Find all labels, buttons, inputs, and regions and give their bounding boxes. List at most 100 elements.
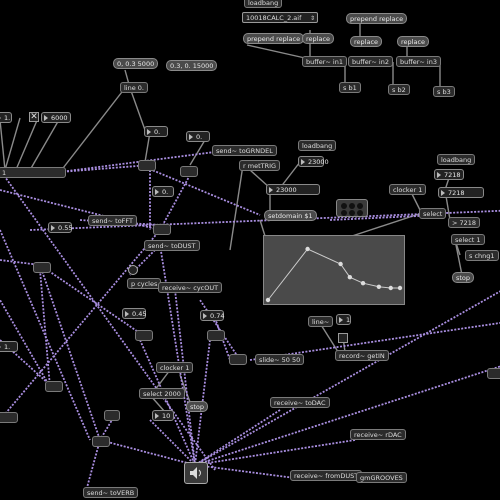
patchcord[interactable] (229, 164, 244, 251)
s-chng1[interactable]: s chng1 (465, 250, 499, 261)
buffer-in3[interactable]: buffer~ in3 (396, 56, 441, 67)
function-point[interactable] (265, 297, 271, 303)
patchcord[interactable] (59, 164, 151, 173)
function-point[interactable] (305, 246, 310, 252)
line-tilde[interactable]: line~ (308, 316, 334, 327)
patchcord[interactable] (246, 44, 306, 59)
num-6000[interactable]: 6000 (41, 112, 71, 123)
toggle-x-icon[interactable]: ✕ (29, 112, 39, 122)
clocker-1-right[interactable]: clocker 1 (389, 184, 427, 195)
num-055[interactable]: 0.55 (48, 222, 72, 233)
msg-ramp-15000[interactable]: 0.3, 0. 15000 (166, 60, 218, 71)
patchcord[interactable] (179, 374, 191, 403)
record-getin[interactable]: record~ getIN (335, 350, 389, 361)
msg-ramp-5000[interactable]: 0, 0.3 5000 (113, 58, 159, 69)
select-1[interactable]: select 1 (451, 234, 485, 245)
mult-d[interactable] (33, 262, 51, 273)
s-b1[interactable]: s b1 (339, 82, 361, 93)
patchcord[interactable] (194, 409, 281, 466)
function-point[interactable] (347, 275, 353, 280)
send-toverb[interactable]: send~ toVERB (83, 487, 139, 498)
num-074[interactable]: 0.74 (200, 310, 224, 321)
patchcord[interactable] (159, 244, 196, 466)
patchcord[interactable] (129, 87, 146, 131)
patchcord[interactable] (149, 419, 196, 466)
mult-f[interactable] (207, 330, 225, 341)
clocker-1-bottom[interactable]: clocker 1 (156, 362, 194, 373)
loadbang-right[interactable]: loadbang (437, 154, 476, 165)
num-1-right[interactable]: 1 (336, 314, 351, 325)
receive-todac[interactable]: receive~ toDAC (270, 397, 330, 408)
patchcord[interactable] (279, 161, 301, 189)
patchcord[interactable] (454, 239, 463, 276)
num-1-left[interactable]: 1. (0, 112, 12, 123)
p-cycles[interactable]: p cycles (127, 278, 162, 289)
replace-c[interactable]: replace (397, 36, 430, 47)
patchcord[interactable] (99, 439, 196, 466)
num-edge-left[interactable] (0, 412, 18, 423)
patchcord[interactable] (0, 299, 51, 388)
prepend-replace-b[interactable]: prepend replace (346, 13, 408, 24)
loadbang-top[interactable]: loadbang (244, 0, 283, 8)
function-point[interactable] (376, 284, 382, 289)
patchcord[interactable] (0, 119, 6, 171)
send-togrndel[interactable]: send~ toGRNDEL (212, 145, 277, 156)
file-menu[interactable]: 10018CALC_2.aif⇕ (242, 12, 318, 23)
mult-b[interactable] (180, 166, 198, 177)
mult-g[interactable] (229, 354, 247, 365)
patchcord[interactable] (194, 360, 500, 466)
function-point[interactable] (388, 285, 393, 291)
receive-cycout[interactable]: receive~ cycOUT (158, 282, 223, 293)
patchcord[interactable] (194, 280, 500, 466)
edge-object-right[interactable] (487, 368, 500, 379)
s-b2[interactable]: s b2 (388, 84, 410, 95)
s-b3[interactable]: s b3 (433, 86, 455, 97)
patchcord[interactable] (4, 117, 21, 171)
gmgrooves[interactable]: gmGROOVES (356, 472, 407, 483)
receive-fromdust[interactable]: receive~ fromDUST (290, 470, 363, 481)
patchcord[interactable] (154, 369, 171, 391)
replace-a[interactable]: replace (302, 33, 335, 44)
patchcord[interactable] (174, 289, 196, 466)
select-2000[interactable]: select 2000 (139, 388, 185, 399)
function-graph[interactable] (263, 235, 405, 305)
patchcord[interactable] (139, 164, 261, 216)
patchcord[interactable] (194, 439, 356, 466)
patchcord[interactable] (39, 264, 101, 441)
mult-a[interactable] (138, 160, 156, 171)
num-23000-b[interactable]: 23000 (266, 184, 320, 195)
patchcord[interactable] (29, 117, 61, 171)
num-7218-a[interactable]: 7218 (434, 169, 464, 180)
function-point[interactable] (397, 285, 403, 291)
num-7218-b[interactable]: 7218 (438, 187, 484, 198)
patchcord[interactable] (39, 264, 151, 341)
patchcord[interactable] (189, 139, 206, 166)
select-a[interactable]: select (419, 208, 447, 219)
slide-tilde[interactable]: slide~ 50 50 (255, 354, 305, 365)
speaker-icon[interactable] (184, 462, 208, 484)
num-10[interactable]: 10 (152, 410, 174, 421)
patchcord[interactable] (259, 219, 266, 237)
buffer-in1[interactable]: buffer~ in1 (302, 56, 347, 67)
patchcord[interactable] (0, 229, 161, 421)
num-0-a[interactable]: 0. (144, 126, 168, 137)
mult-c[interactable] (153, 224, 171, 235)
num-1-bottom[interactable]: 1. (0, 341, 18, 352)
send-todust[interactable]: send~ toDUST (144, 240, 200, 251)
num-23000-a[interactable]: 23000 (298, 156, 329, 167)
num-0-c[interactable]: 0. (152, 186, 174, 197)
num-0-b[interactable]: 0. (186, 131, 210, 142)
matrix-icon[interactable] (336, 199, 368, 217)
patchcord[interactable] (139, 339, 196, 466)
gt-7218[interactable]: > 7218 (448, 217, 481, 228)
mult-h[interactable] (45, 381, 63, 392)
send-tofft[interactable]: send~ toFFT (88, 215, 138, 226)
replace-b[interactable]: replace (350, 36, 383, 47)
buffer-in2[interactable]: buffer~ in2 (348, 56, 393, 67)
loadbang-mid[interactable]: loadbang (298, 140, 337, 151)
receive-rdac[interactable]: receive~ rDAC (350, 429, 406, 440)
mult-i[interactable] (92, 436, 110, 447)
patchcord[interactable] (14, 117, 39, 173)
num-left-lower[interactable] (104, 410, 120, 421)
stop-b[interactable]: stop (186, 401, 209, 412)
